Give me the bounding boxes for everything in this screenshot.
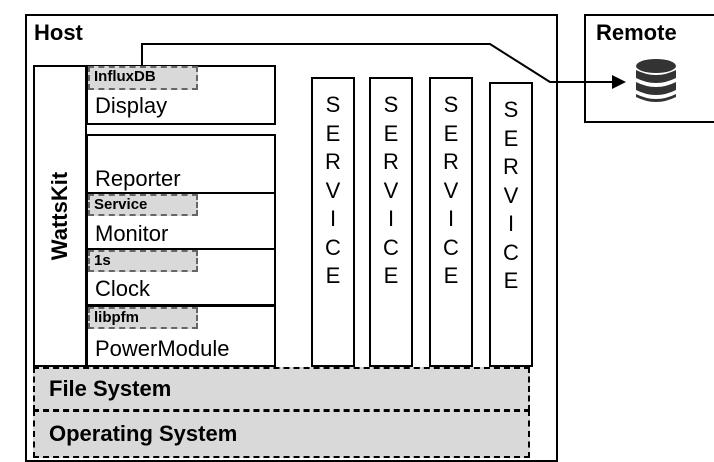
- file-system-layer: File System: [33, 367, 530, 411]
- reporter-module: [86, 134, 276, 194]
- service-letter: V: [443, 177, 459, 203]
- service-letter: E: [325, 120, 341, 146]
- service-letter: S: [443, 92, 459, 117]
- service-letter: E: [383, 263, 399, 288]
- reporter-label: Reporter: [95, 166, 181, 191]
- service-letter: C: [383, 234, 399, 260]
- service-letter: E: [503, 125, 519, 151]
- wattskit-label: WattsKit: [47, 171, 72, 261]
- service-letter: E: [443, 263, 459, 288]
- service-letter: I: [387, 206, 395, 231]
- service-letter: R: [443, 149, 459, 174]
- service-letter: E: [325, 263, 341, 288]
- service-tag: Service: [88, 194, 198, 216]
- service-letter: I: [507, 211, 515, 236]
- service-letter: V: [325, 177, 341, 203]
- service-column: S E R V I C E: [369, 77, 413, 367]
- operating-system-layer: Operating System: [33, 410, 530, 458]
- wattskit-label-wrap: WattsKit: [33, 65, 87, 367]
- powermodule-label: PowerModule: [95, 336, 230, 361]
- service-column: S E R V I C E: [489, 82, 533, 367]
- clock-label: Clock: [95, 276, 151, 301]
- service-letter: C: [503, 239, 519, 265]
- service-letter: C: [443, 234, 459, 260]
- interval-tag: 1s: [88, 250, 198, 272]
- service-letter: S: [383, 92, 399, 117]
- service-letter: V: [503, 182, 519, 208]
- service-letter: S: [325, 92, 341, 117]
- remote-title: Remote: [596, 20, 677, 45]
- service-letter: R: [383, 149, 399, 174]
- service-letter: C: [325, 234, 341, 260]
- service-letter: E: [503, 268, 519, 293]
- host-title: Host: [34, 20, 83, 45]
- display-label: Display: [95, 93, 168, 118]
- service-letter: E: [383, 120, 399, 146]
- database-icon: [636, 59, 676, 102]
- monitor-label: Monitor: [95, 221, 169, 246]
- service-letter: I: [447, 206, 455, 231]
- influxdb-tag: InfluxDB: [88, 66, 198, 90]
- service-column: S E R V I C E: [429, 77, 473, 367]
- service-letter: I: [329, 206, 337, 231]
- service-letter: S: [503, 97, 519, 122]
- service-column: S E R V I C E: [311, 77, 355, 367]
- libpfm-tag: libpfm: [88, 307, 198, 329]
- service-letter: E: [443, 120, 459, 146]
- service-letter: R: [503, 154, 519, 179]
- service-letter: V: [383, 177, 399, 203]
- service-letter: R: [325, 149, 341, 174]
